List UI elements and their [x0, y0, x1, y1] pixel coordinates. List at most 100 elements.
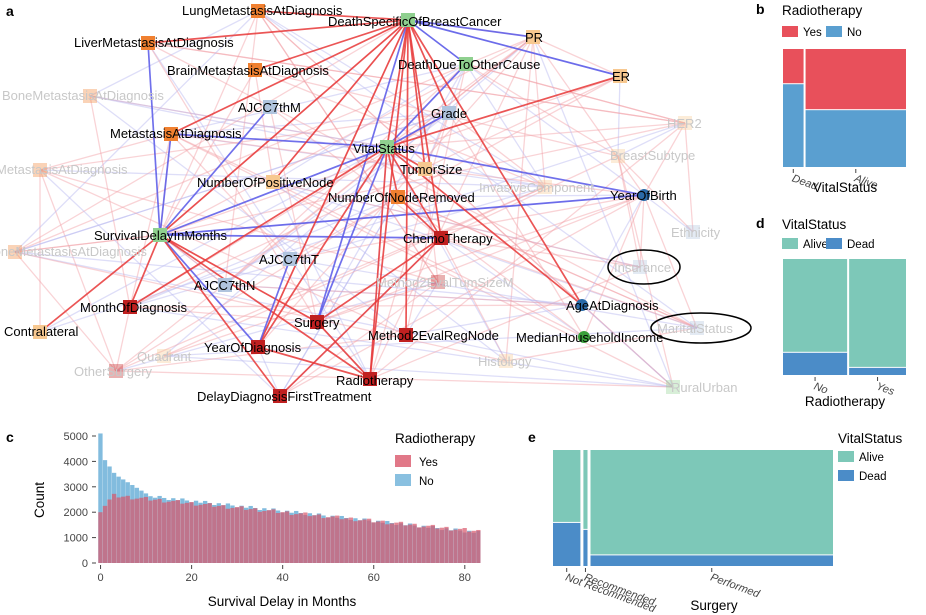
network-node-Grade	[442, 106, 456, 120]
hist-bar-yes	[335, 515, 340, 563]
network-edge-faint	[257, 10, 698, 329]
network-edge-faint	[405, 281, 439, 336]
x-axis-title: Surgery	[690, 598, 738, 613]
network-edge-faint	[386, 122, 686, 148]
network-edge-strong	[316, 19, 409, 323]
network-label-VitalStatus: VitalStatus	[353, 141, 415, 156]
network-edge-strong	[316, 146, 388, 323]
network-edge-faint	[163, 186, 546, 357]
network-label-DeathSpecificOfBreastCancer: DeathSpecificOfBreastCancer	[328, 14, 502, 29]
network-edge-faint	[170, 133, 674, 388]
network-edge-faint	[643, 194, 694, 233]
network-edge-faint	[257, 10, 674, 388]
network-edge-faint	[39, 169, 439, 283]
network-edge-faint	[14, 251, 507, 362]
network-edge-faint	[440, 237, 585, 338]
legend-label: Dead	[847, 239, 875, 251]
network-edge-faint	[14, 112, 450, 253]
network-node-TumorSize	[418, 162, 432, 176]
network-label-AJCC7thN: AJCC7thN	[194, 278, 255, 293]
network-label-MetastasisAtDiagnosis_left: MetastasisAtDiagnosis	[0, 162, 128, 177]
hist-bar-yes	[257, 511, 262, 563]
network-edge-faint	[89, 95, 388, 148]
network-node-HER2	[678, 116, 692, 130]
hist-bar-yes	[430, 524, 435, 563]
network-node-MetastasisAtDiagnosis	[164, 127, 178, 141]
hist-bar-yes	[166, 501, 171, 563]
legend-label: Alive	[803, 239, 828, 251]
hist-bar-yes	[448, 530, 454, 563]
x-tick-label: No	[812, 381, 829, 397]
hist-bar-yes	[152, 499, 158, 563]
hist-bar-yes	[394, 522, 399, 563]
mosaic-cell-Dead-No	[783, 84, 804, 167]
network-label-YearOfBirth: YearOfBirth	[610, 188, 677, 203]
network-node-VitalStatus	[380, 140, 394, 154]
legend-title: VitalStatus	[782, 217, 847, 232]
y-tick-label: 2000	[64, 507, 88, 519]
network-edge-faint	[397, 196, 585, 338]
y-axis-title: Count	[32, 482, 47, 518]
network-edge-strong	[386, 112, 450, 148]
legend-swatch-Alive	[838, 451, 854, 462]
network-edge-faint	[272, 181, 698, 329]
legend-swatch-Yes	[395, 455, 411, 467]
hist-bar-yes	[439, 527, 445, 563]
network-edge-strong	[386, 146, 645, 196]
network-edge-faint	[269, 106, 318, 323]
network-edge-faint	[316, 194, 645, 323]
network-edge-faint	[159, 69, 256, 236]
network-edge-strong	[159, 234, 281, 397]
network-label-BreastSubtype: BreastSubtype	[610, 148, 695, 163]
network-node-LiverMetastasisAtDiagnosis	[141, 36, 155, 50]
x-axis-title: Radiotherapy	[805, 394, 886, 409]
network-edge-strong	[159, 106, 271, 236]
network-edge-faint	[532, 36, 546, 188]
network-edge-faint	[465, 63, 686, 124]
network-edge-faint	[272, 181, 641, 268]
network-edge-faint	[129, 196, 399, 308]
network-label-NumberOfPositiveNode: NumberOfPositiveNode	[197, 175, 334, 190]
network-edge-faint	[170, 112, 450, 135]
network-node-NumberOfPositiveNode	[266, 175, 280, 189]
hist-bar-yes	[266, 510, 272, 563]
network-edge-faint	[617, 155, 641, 268]
hist-bar-yes	[225, 508, 231, 563]
hist-bar-yes	[380, 520, 385, 563]
hist-bar-yes	[143, 496, 149, 563]
network-edge-faint	[448, 112, 585, 338]
network-label-MaritalStatus: MaritalStatus	[657, 321, 733, 336]
network-label-LiverMetastasisAtDiagnosis: LiverMetastasisAtDiagnosis	[74, 35, 234, 50]
hist-bar-yes	[280, 512, 285, 563]
legend-label: No	[847, 27, 862, 39]
legend-label: Alive	[859, 452, 884, 464]
hist-bar-yes	[234, 507, 240, 563]
network-edge-faint	[465, 63, 686, 124]
network-label-Insurance: Insurance	[614, 260, 671, 275]
network-node-SurvivalDelayInMonths	[153, 228, 167, 242]
mosaic-cell-No-Dead	[783, 352, 848, 375]
network-edge-faint	[224, 36, 534, 286]
network-label-MonthOfDiagnosis: MonthOfDiagnosis	[80, 300, 187, 315]
network-edge-faint	[581, 304, 674, 388]
panel-label-c: c	[6, 429, 14, 445]
network-edge-faint	[405, 304, 583, 336]
network-edge-faint	[269, 106, 442, 239]
network-label-LungMetastasisAtDiagnosis: LungMetastasisAtDiagnosis	[182, 3, 343, 18]
network-label-SurvivalDelayInMonths: SurvivalDelayInMonths	[94, 228, 227, 243]
network-edge-faint	[257, 10, 674, 388]
network-node-InvasiveComponent	[538, 180, 552, 194]
network-edge-faint	[465, 63, 546, 188]
panel-label-d: d	[756, 215, 765, 231]
network-edge-faint	[272, 63, 467, 183]
network-edge-faint	[272, 181, 507, 362]
network-edge-faint	[448, 112, 546, 188]
network-edge-strong	[405, 19, 409, 336]
hist-bar-yes	[216, 505, 221, 563]
network-edge-strong	[257, 258, 291, 348]
network-label-TumorSize: TumorSize	[400, 162, 462, 177]
network-edge-faint	[14, 234, 161, 253]
hist-bar-yes	[148, 500, 153, 563]
network-edge-faint	[163, 36, 534, 357]
